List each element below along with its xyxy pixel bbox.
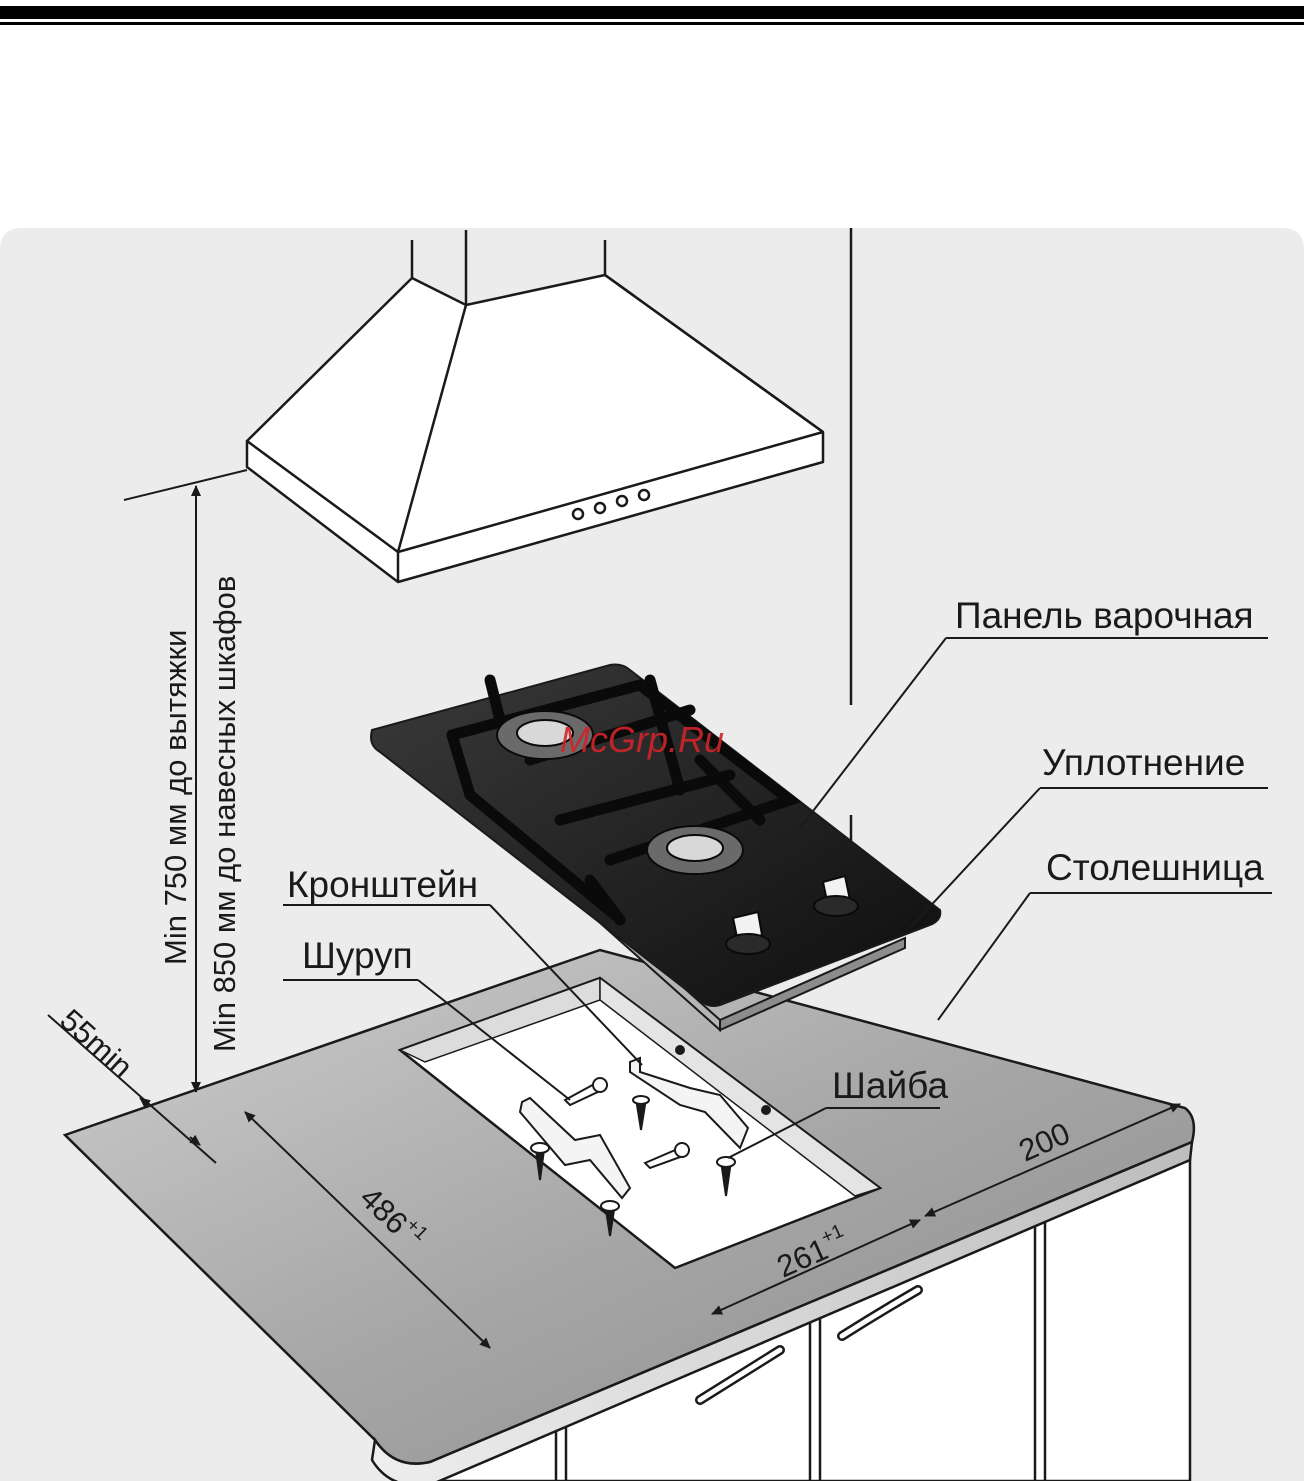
hood-button-1	[573, 509, 583, 519]
label-height-hood: Min 750 мм до вытяжки	[158, 630, 193, 965]
label-countertop: Столешница	[1046, 847, 1264, 888]
label-seal: Уплотнение	[1042, 742, 1245, 783]
label-height-cabinets: Min 850 мм до навесных шкафов	[207, 576, 242, 1052]
label-washer: Шайба	[832, 1065, 948, 1106]
label-hob: Панель варочная	[955, 595, 1254, 636]
hood-button-3	[617, 496, 627, 506]
label-screw: Шуруп	[302, 935, 413, 976]
label-bracket: Кронштейн	[287, 864, 478, 905]
hood-button-4	[639, 490, 649, 500]
hood-button-2	[595, 503, 605, 513]
watermark: McGrp.Ru	[560, 719, 724, 760]
